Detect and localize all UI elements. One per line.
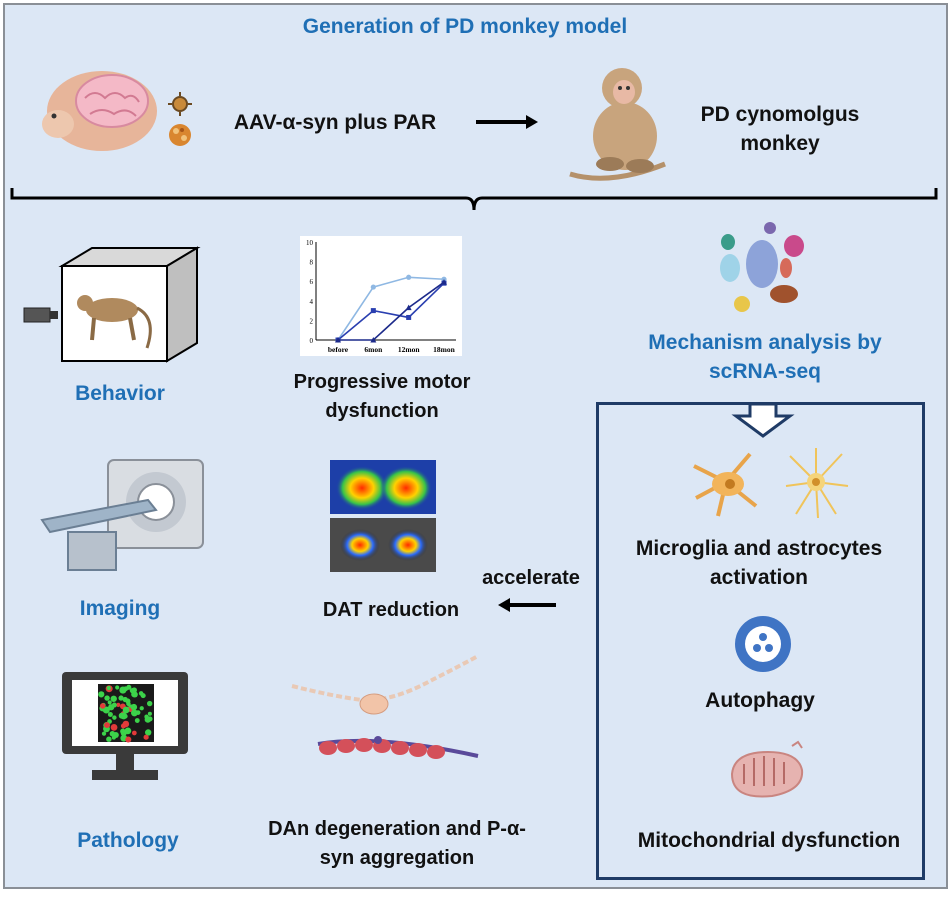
stain-cell xyxy=(135,710,141,715)
mitochondria-icon xyxy=(730,740,804,798)
chart-y-tick-label: 2 xyxy=(310,317,314,325)
stain-cell xyxy=(125,698,131,704)
stain-cell xyxy=(147,711,152,716)
stain-cell xyxy=(106,736,112,742)
stain-cell xyxy=(106,685,111,691)
scrna-cluster-plot xyxy=(720,222,804,312)
stain-cell xyxy=(131,691,138,698)
chart-series-line xyxy=(337,282,445,341)
chart-x-tick-label: before xyxy=(328,345,349,354)
chart-data-point xyxy=(405,304,412,311)
dan-degeneration-label: DAn degeneration and P-α-syn aggregation xyxy=(268,818,526,869)
chart-data-point xyxy=(335,337,341,343)
stain-cell xyxy=(107,700,112,705)
chart-x-tick-label: 6mon xyxy=(364,345,383,354)
dat-reduction-label: DAT reduction xyxy=(322,599,460,621)
stain-cell xyxy=(98,691,105,698)
chart-background xyxy=(300,236,462,356)
chart-data-point xyxy=(370,337,377,343)
chart-data-point xyxy=(441,279,447,285)
result-label: PD cynomolgus monkey xyxy=(700,103,860,155)
mechanism-title: Mechanism analysis by scRNA-seq xyxy=(648,331,882,383)
neuron-aggregation-icon xyxy=(291,654,479,759)
stain-cell xyxy=(134,718,140,723)
chart-data-point xyxy=(370,308,376,314)
brace-divider xyxy=(10,188,938,211)
stain-cell xyxy=(140,693,146,699)
glia-activation-label: Microglia and astrocytes activation xyxy=(635,537,883,589)
stain-cell xyxy=(104,695,110,701)
stain-cell xyxy=(116,702,121,708)
stain-cell xyxy=(146,700,153,707)
arrow-right-icon xyxy=(476,115,538,129)
autophagy-label: Autophagy xyxy=(705,689,815,712)
chart-y-tick-label: 8 xyxy=(310,259,314,267)
stain-cell xyxy=(99,703,106,709)
monitor-icon xyxy=(62,672,188,780)
motor-score-chart: 0 2 4 6 8 10 before 6mon 12mon 18mon xyxy=(300,236,462,356)
stain-cell xyxy=(104,722,110,729)
stain-cell xyxy=(122,720,130,728)
method-label: AAV-α-syn plus PAR xyxy=(233,111,437,134)
stain-cell xyxy=(101,731,107,736)
stain-cell xyxy=(118,695,124,701)
ct-scanner-icon xyxy=(40,459,204,571)
stain-cell xyxy=(131,730,137,736)
stain-cell xyxy=(115,685,120,690)
chart-y-tick-label: 0 xyxy=(310,337,314,345)
chart-y-tick-label: 10 xyxy=(306,239,314,247)
stain-cell xyxy=(147,716,153,722)
dat-scan-images xyxy=(330,460,436,572)
stain-cell xyxy=(145,729,152,736)
autophagy-icon xyxy=(735,616,791,672)
monkey-brain-icon xyxy=(42,71,157,151)
chart-data-point xyxy=(370,284,376,290)
stain-cell xyxy=(120,712,128,720)
mito-dysfunction-label: Mitochondrial dysfunction xyxy=(637,829,901,852)
behavior-label[interactable]: Behavior xyxy=(75,382,165,405)
stain-cell xyxy=(112,732,119,738)
motor-dysfunction-label: Progressive motor dysfunction xyxy=(293,371,471,422)
accelerate-label: accelerate xyxy=(482,567,580,589)
pathology-label[interactable]: Pathology xyxy=(77,829,179,852)
chart-x-tick-label: 18mon xyxy=(433,345,455,354)
cynomolgus-monkey-icon xyxy=(569,68,666,181)
stain-cell xyxy=(110,724,118,731)
stain-cell xyxy=(107,711,113,717)
chart-x-tick-label: 12mon xyxy=(398,345,420,354)
stain-cell xyxy=(122,706,130,714)
stain-cell xyxy=(125,736,132,743)
stain-cell xyxy=(111,702,117,708)
virus-icon xyxy=(168,92,192,146)
imaging-label[interactable]: Imaging xyxy=(79,597,161,620)
stain-cell xyxy=(112,715,117,720)
arrow-down-icon xyxy=(731,402,795,438)
chart-series-line xyxy=(338,281,445,341)
stain-cell xyxy=(143,734,149,740)
chart-y-tick-label: 4 xyxy=(310,298,314,306)
stain-cell xyxy=(130,703,138,711)
chart-data-point xyxy=(406,274,412,280)
stain-cell xyxy=(139,706,144,711)
figure-title: Generation of PD monkey model xyxy=(302,15,628,38)
chart-series-line xyxy=(337,276,445,341)
arrow-left-icon xyxy=(498,598,556,612)
chart-data-point xyxy=(406,314,412,320)
stain-cell xyxy=(119,686,127,694)
behavior-box-icon xyxy=(23,246,201,363)
glia-cells-icon xyxy=(693,448,849,519)
stain-cell xyxy=(110,695,117,702)
stain-cell xyxy=(124,727,132,735)
chart-y-tick-label: 6 xyxy=(310,278,314,286)
